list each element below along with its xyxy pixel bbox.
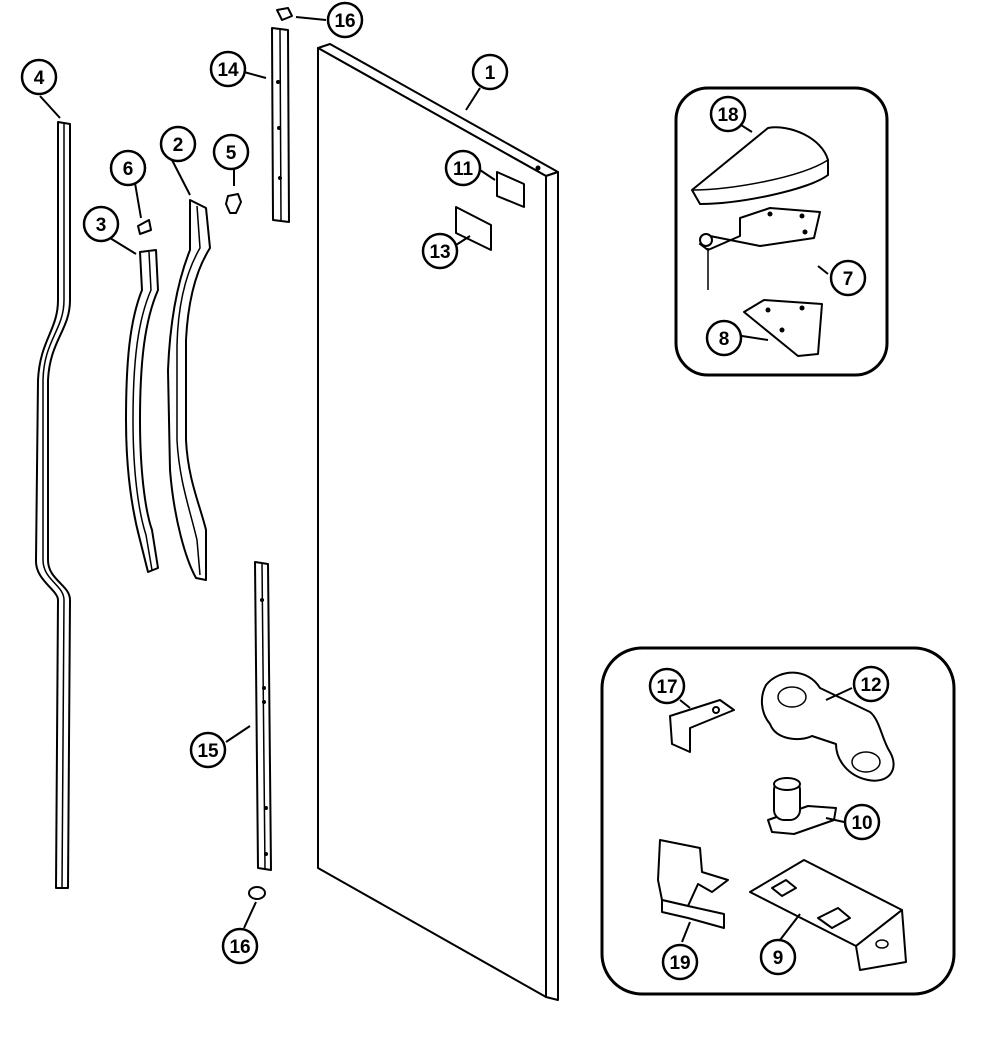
callout-13: 13 [421, 232, 459, 270]
door-panel [317, 43, 559, 1001]
hinge-12 [760, 671, 895, 782]
svg-text:5: 5 [226, 143, 237, 164]
trim-strip-15 [254, 561, 272, 871]
trim-strip-14 [271, 27, 290, 223]
callout-10: 10 [843, 803, 881, 841]
svg-text:9: 9 [773, 948, 784, 969]
svg-text:19: 19 [669, 953, 690, 974]
svg-text:16: 16 [334, 11, 355, 32]
callout-12: 12 [852, 665, 890, 703]
screw-6 [137, 219, 152, 235]
door-gasket [34, 121, 71, 889]
callout-11: 11 [444, 149, 482, 187]
svg-text:3: 3 [96, 215, 107, 236]
callout-7: 7 [829, 259, 867, 297]
callout-2: 2 [159, 125, 197, 163]
callout-15: 15 [189, 731, 227, 769]
bracket-17 [669, 699, 735, 753]
svg-text:17: 17 [656, 677, 677, 698]
svg-text:16: 16 [229, 937, 250, 958]
callout-14: 14 [209, 50, 247, 88]
svg-text:1: 1 [485, 63, 496, 84]
svg-text:13: 13 [429, 242, 450, 263]
callout-9: 9 [759, 938, 797, 976]
leader-lines [39, 16, 853, 943]
hinge-pin-10 [767, 777, 837, 835]
svg-text:2: 2 [173, 135, 184, 156]
clip-5 [225, 193, 242, 214]
cover-19 [657, 839, 729, 929]
hinge-bracket-9 [749, 859, 907, 971]
breaker-strip-2 [167, 199, 211, 581]
cap-16-bottom [248, 886, 266, 900]
callout-16-bottom: 16 [221, 927, 259, 965]
label-11 [496, 171, 525, 208]
callout-5: 5 [212, 133, 250, 171]
callout-17: 17 [648, 667, 686, 705]
svg-text:14: 14 [217, 60, 239, 81]
svg-text:4: 4 [34, 68, 45, 89]
hinge-7 [699, 207, 821, 290]
callout-8: 8 [705, 319, 743, 357]
breaker-strip-3 [125, 249, 159, 573]
svg-text:7: 7 [843, 269, 854, 290]
callout-1: 1 [471, 53, 509, 91]
cap-16-top [276, 7, 293, 21]
svg-text:10: 10 [851, 813, 872, 834]
callout-3: 3 [82, 205, 120, 243]
svg-text:11: 11 [453, 159, 474, 180]
svg-text:12: 12 [860, 675, 881, 696]
shim-8 [743, 299, 823, 357]
svg-text:18: 18 [717, 105, 738, 126]
svg-text:8: 8 [719, 329, 730, 350]
callout-18: 18 [709, 95, 747, 133]
svg-text:6: 6 [123, 159, 134, 180]
label-13 [455, 206, 492, 251]
callout-4: 4 [20, 58, 58, 96]
svg-text:15: 15 [197, 741, 219, 762]
callout-19: 19 [661, 943, 699, 981]
callout-6: 6 [109, 149, 147, 187]
hinge-cover-18 [691, 126, 829, 205]
callout-16-top: 16 [326, 1, 364, 39]
